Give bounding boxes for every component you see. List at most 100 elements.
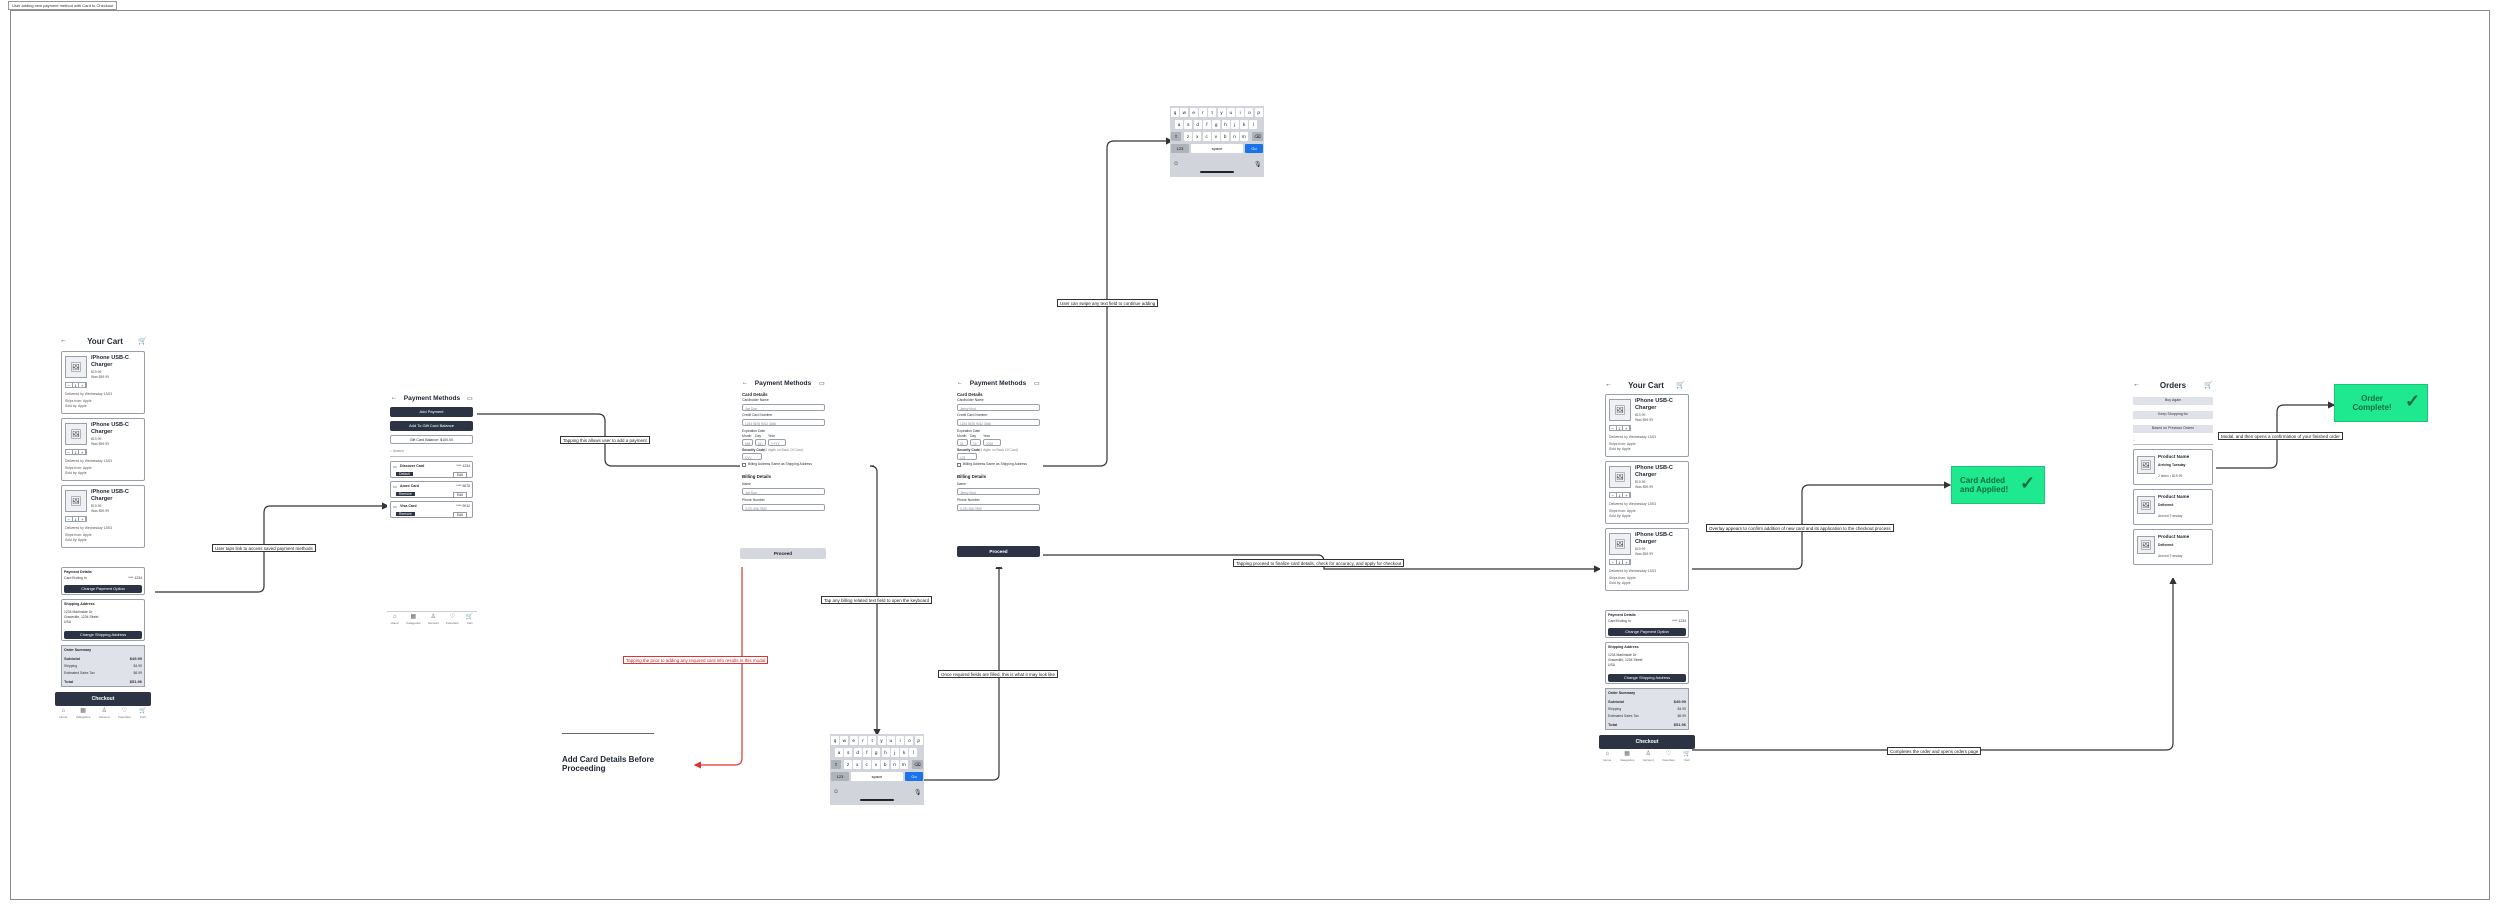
key-r[interactable]: r (1198, 108, 1207, 117)
same-billing-checkbox[interactable] (742, 463, 746, 467)
phone-input[interactable]: (123) 456-7890 (957, 504, 1040, 511)
quantity-stepper[interactable]: −1+ (65, 449, 87, 455)
key-i[interactable]: i (1236, 108, 1245, 117)
name-input[interactable]: Joe Doe (742, 488, 825, 495)
key-c[interactable]: c (1202, 132, 1211, 141)
key-b[interactable]: b (1221, 132, 1230, 141)
tab-favorites[interactable]: ♡Favorites (446, 612, 458, 625)
cardholder-input[interactable]: Joe Doe (742, 404, 825, 411)
key-q[interactable]: q (1171, 108, 1179, 117)
key-b[interactable]: b (881, 760, 890, 769)
key-h[interactable]: h (1221, 120, 1230, 129)
key-j[interactable]: j (890, 748, 899, 757)
key-c[interactable]: c (862, 760, 871, 769)
card-sub-action[interactable]: Remove (396, 492, 415, 496)
edit-card-button[interactable]: Edit (453, 492, 467, 498)
key-p[interactable]: p (914, 736, 923, 745)
add-payment-button[interactable]: Add Payment (390, 407, 473, 417)
key-d[interactable]: d (1193, 120, 1202, 129)
cart-icon[interactable]: 🛒 (1676, 382, 1685, 389)
decrement-button[interactable]: − (1610, 426, 1617, 431)
same-billing-checkbox[interactable] (957, 463, 961, 467)
tab-favorites[interactable]: ♡Favorites (1662, 751, 1674, 763)
edit-card-button[interactable]: Edit (453, 472, 467, 478)
tab-categories[interactable]: ▦Categories (1620, 751, 1635, 763)
buy-again-button[interactable]: Buy Again (2133, 397, 2213, 405)
key-z[interactable]: z (844, 760, 852, 769)
numbers-key[interactable]: 123 (1171, 144, 1189, 153)
key-f[interactable]: f (1202, 120, 1211, 129)
tab-home[interactable]: ⌂Home (1603, 751, 1611, 763)
key-p[interactable]: p (1254, 108, 1263, 117)
card-sub-action[interactable]: Default (396, 472, 413, 476)
key-a[interactable]: a (1175, 120, 1183, 129)
tab-home[interactable]: ⌂Home (391, 612, 399, 625)
key-r[interactable]: r (858, 736, 867, 745)
change-payment-button[interactable]: Change Payment Option (64, 585, 142, 593)
shift-key[interactable]: ⇧ (1171, 132, 1181, 141)
cvv-input[interactable]: 123 (957, 453, 977, 460)
emoji-icon[interactable]: ☺ (833, 789, 840, 795)
key-y[interactable]: y (1217, 108, 1226, 117)
key-w[interactable]: w (840, 736, 849, 745)
go-key[interactable]: Go (905, 772, 923, 781)
edit-card-button[interactable]: Edit (453, 512, 467, 518)
tab-cart[interactable]: 🛒Cart (466, 612, 473, 625)
exp-input-1[interactable]: 15 (970, 439, 981, 446)
key-s[interactable]: s (844, 748, 853, 757)
proceed-button[interactable]: Proceed (957, 546, 1040, 557)
key-s[interactable]: s (1184, 120, 1193, 129)
increment-button[interactable]: + (79, 383, 87, 388)
tab-categories[interactable]: ▦Categories (406, 612, 421, 625)
change-payment-button[interactable]: Change Payment Option (1608, 628, 1686, 636)
back-arrow-icon[interactable]: ← (60, 337, 67, 344)
card-number-input[interactable]: 1234 5678 9012 3456 (957, 419, 1040, 426)
quantity-stepper[interactable]: −1+ (1609, 559, 1631, 565)
key-x[interactable]: x (853, 760, 862, 769)
product-title[interactable]: iPhone USB-C Charger (1635, 465, 1673, 478)
backspace-key[interactable]: ⌫ (912, 760, 923, 769)
key-i[interactable]: i (896, 736, 905, 745)
key-u[interactable]: u (886, 736, 895, 745)
increment-button[interactable]: + (1623, 493, 1631, 498)
back-arrow-icon[interactable]: ← (2133, 381, 2140, 388)
product-title[interactable]: iPhone USB-C Charger (1635, 532, 1673, 545)
tab-account[interactable]: ♙Account (99, 708, 110, 720)
key-q[interactable]: q (831, 736, 839, 745)
exp-input-2[interactable]: 2026 (983, 439, 1001, 446)
search-row[interactable]: ⌕ (2133, 438, 2213, 445)
key-y[interactable]: y (877, 736, 886, 745)
cart-icon[interactable]: 🛒 (138, 338, 147, 345)
exp-input-mm[interactable]: MM (742, 439, 753, 446)
checkout-button[interactable]: Checkout (55, 692, 151, 706)
product-title[interactable]: iPhone USB-C Charger (91, 489, 129, 502)
key-m[interactable]: m (1239, 132, 1248, 141)
mic-icon[interactable]: 🎙 (914, 790, 922, 796)
exp-input-yyyy[interactable]: YYYY (768, 439, 786, 446)
backspace-key[interactable]: ⌫ (1252, 132, 1263, 141)
key-e[interactable]: e (1189, 108, 1198, 117)
quantity-stepper[interactable]: −1+ (1609, 425, 1631, 431)
key-k[interactable]: k (900, 748, 909, 757)
tab-account[interactable]: ♙Account (428, 612, 439, 625)
increment-button[interactable]: + (1623, 560, 1631, 565)
decrement-button[interactable]: − (1610, 493, 1617, 498)
key-o[interactable]: o (1245, 108, 1254, 117)
key-l[interactable]: l (1249, 120, 1258, 129)
search-row[interactable]: ⌕ Search (390, 449, 473, 457)
product-title[interactable]: iPhone USB-C Charger (1635, 398, 1673, 411)
key-h[interactable]: h (881, 748, 890, 757)
key-g[interactable]: g (1212, 120, 1221, 129)
shift-key[interactable]: ⇧ (831, 760, 841, 769)
key-n[interactable]: n (890, 760, 899, 769)
increment-button[interactable]: + (79, 517, 87, 522)
key-v[interactable]: v (1211, 132, 1220, 141)
tab-cart[interactable]: 🛒Cart (1683, 751, 1690, 763)
